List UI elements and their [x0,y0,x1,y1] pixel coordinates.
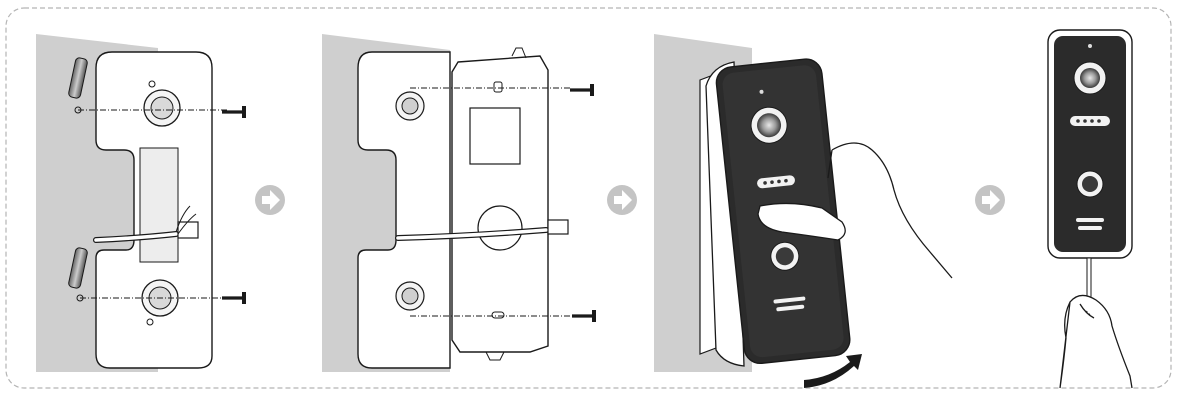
mounting-bracket [451,55,549,353]
screw-icon [572,310,596,322]
screw-icon [222,292,246,304]
rotation-arrow-icon [804,354,862,388]
step-3-panel [654,34,953,388]
screw-icon [570,84,594,96]
next-step-arrow-icon [975,185,1005,215]
next-step-arrow-icon [607,185,637,215]
step-1-panel [36,34,246,372]
hand-icon [1059,294,1133,389]
wall-plug-icon [68,57,88,114]
step-2-panel [322,34,596,372]
next-step-arrow-icon [255,185,285,215]
diagram-border [5,7,1172,389]
doorbell-unit [1047,29,1133,259]
screw-icon [222,106,246,118]
step-4-panel [1047,29,1133,389]
hand-icon [757,142,953,279]
